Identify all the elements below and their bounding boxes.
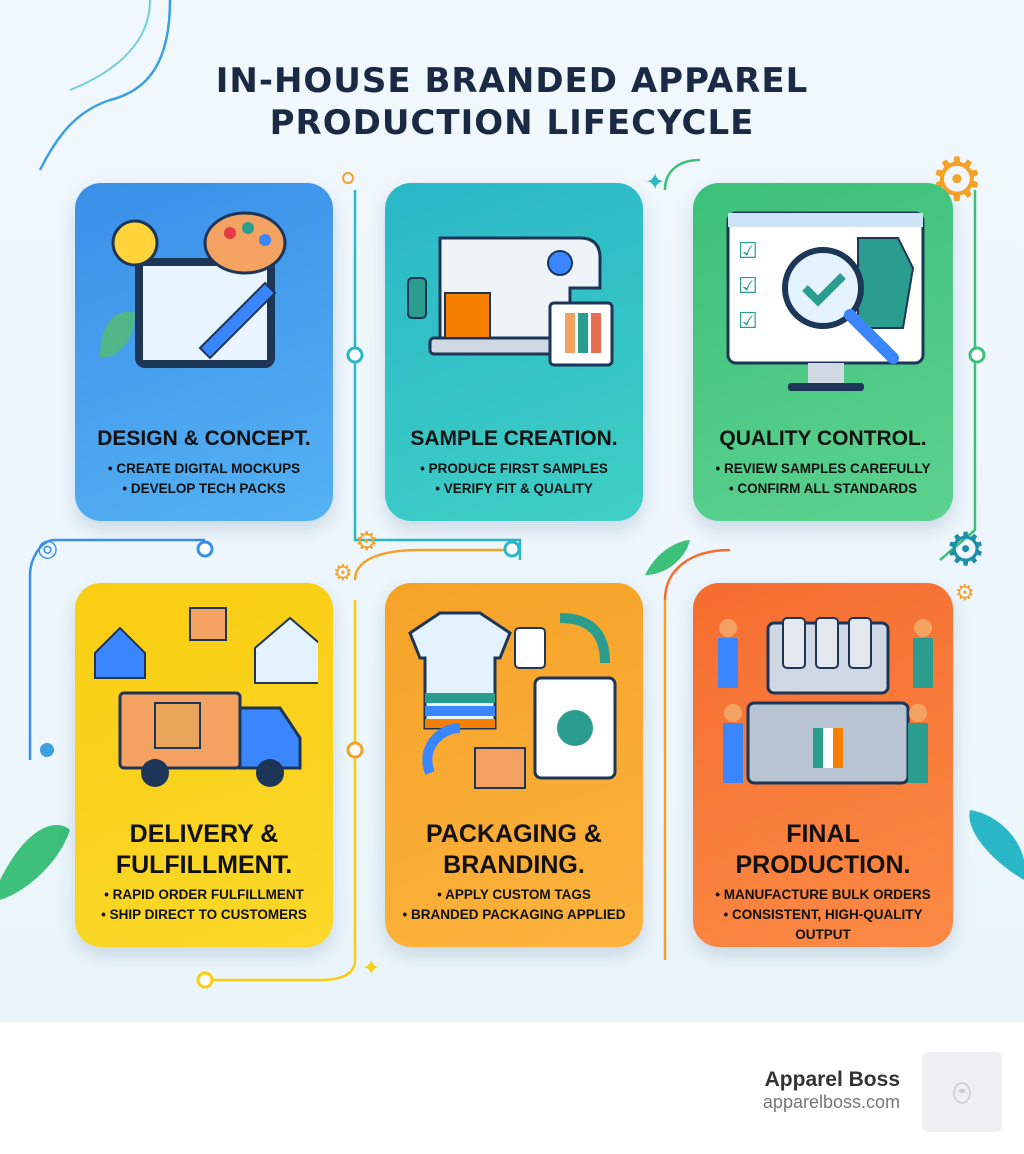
bullet-item: • CONFIRM ALL STANDARDS [728, 481, 918, 496]
design-tablet-palette-icon [100, 211, 287, 368]
title-line: BRANDING. [443, 851, 585, 879]
step-title: SAMPLE CREATION. [410, 427, 618, 450]
bullet-item: • CONSISTENT, HIGH-QUALITY [723, 907, 923, 922]
title-line: DELIVERY & [129, 820, 279, 848]
svg-text:⚙: ⚙ [333, 561, 353, 586]
bullet-item: • RAPID ORDER FULFILLMENT [104, 887, 304, 902]
title-line: PACKAGING & [426, 820, 602, 848]
brand-logo [922, 1052, 1002, 1132]
bullet-item: • REVIEW SAMPLES CAREFULLY [715, 461, 931, 476]
svg-text:✦: ✦ [645, 168, 665, 196]
bullet-item: • DEVELOP TECH PACKS [122, 481, 286, 496]
delivery-truck-icon [94, 607, 318, 787]
infographic-canvas: ⚙ ⚙ ⚙ ⚙ ⚙ ✦ ✦ ◎ IN-HOUSE BRANDED APPAREL… [0, 0, 1024, 1022]
step-title: FINAL PRODUCTION. [693, 819, 953, 881]
footer: Apparel Boss apparelboss.com [0, 1022, 1024, 1154]
svg-text:◎: ◎ [37, 534, 58, 562]
step-title: DELIVERY & FULFILLMENT. [75, 819, 333, 881]
svg-text:☑: ☑ [738, 308, 758, 333]
title-line: FULFILLMENT. [115, 851, 293, 879]
bullet-item: • PRODUCE FIRST SAMPLES [420, 461, 608, 476]
step-bullets: • MANUFACTURE BULK ORDERS • CONSISTENT, … [693, 885, 953, 945]
bullet-item: OUTPUT [795, 927, 851, 942]
step-card-packaging: PACKAGING & BRANDING. • APPLY CUSTOM TAG… [385, 583, 643, 947]
svg-text:⚙: ⚙ [945, 522, 986, 576]
bullet-item: • CREATE DIGITAL MOCKUPS [107, 461, 301, 476]
step-title: DESIGN & CONCEPT. [97, 427, 311, 450]
step-card-production: FINAL PRODUCTION. • MANUFACTURE BULK ORD… [693, 583, 953, 947]
bullet-item: • VERIFY FIT & QUALITY [435, 481, 593, 496]
title-line: FINAL [786, 820, 860, 848]
step-bullets: • APPLY CUSTOM TAGS • BRANDED PACKAGING … [385, 885, 643, 925]
title-line-1: IN-HOUSE BRANDED APPAREL [215, 61, 809, 101]
connector-lines: ⚙ ⚙ ⚙ ⚙ ⚙ ✦ ✦ ◎ [0, 0, 1024, 989]
bullet-item: • MANUFACTURE BULK ORDERS [715, 887, 931, 902]
title-line-2: PRODUCTION LIFECYCLE [269, 103, 755, 143]
step-title: QUALITY CONTROL. [719, 427, 927, 450]
title-line: PRODUCTION. [735, 851, 911, 879]
step-card-design: DESIGN & CONCEPT. • CREATE DIGITAL MOCKU… [75, 183, 333, 521]
step-bullets: • RAPID ORDER FULFILLMENT • SHIP DIRECT … [75, 885, 333, 925]
step-title: PACKAGING & BRANDING. [385, 819, 643, 881]
packaging-shirt-tag-icon [408, 611, 617, 789]
step-bullets: • PRODUCE FIRST SAMPLES • VERIFY FIT & Q… [385, 459, 643, 499]
bear-logo-icon [953, 1082, 971, 1104]
svg-text:☑: ☑ [738, 238, 758, 263]
brand-url[interactable]: apparelboss.com [762, 1092, 900, 1112]
step-bullets: • REVIEW SAMPLES CAREFULLY • CONFIRM ALL… [693, 459, 953, 499]
page-title: IN-HOUSE BRANDED APPAREL PRODUCTION LIFE… [0, 60, 1024, 144]
step-bullets: • CREATE DIGITAL MOCKUPS • DEVELOP TECH … [75, 459, 333, 499]
svg-text:☑: ☑ [738, 273, 758, 298]
svg-text:⚙: ⚙ [355, 527, 378, 557]
sewing-machine-icon [407, 236, 614, 367]
brand-name: Apparel Boss [764, 1068, 900, 1091]
factory-workers-icon [718, 617, 933, 785]
bullet-item: • APPLY CUSTOM TAGS [437, 887, 591, 902]
bullet-item: • BRANDED PACKAGING APPLIED [402, 907, 626, 922]
bullet-item: • SHIP DIRECT TO CUSTOMERS [101, 907, 307, 922]
step-card-quality: ☑ ☑ ☑ QUALITY CONTROL. • REVIEW SAMPLES CA… [693, 183, 953, 521]
step-card-delivery: DELIVERY & FULFILLMENT. • RAPID ORDER FU… [75, 583, 333, 947]
svg-text:⚙: ⚙ [955, 581, 975, 606]
svg-text:✦: ✦ [362, 956, 380, 981]
step-card-sample: SAMPLE CREATION. • PRODUCE FIRST SAMPLES… [385, 183, 643, 521]
magnifier-checklist-icon: ☑ ☑ ☑ [726, 211, 925, 391]
